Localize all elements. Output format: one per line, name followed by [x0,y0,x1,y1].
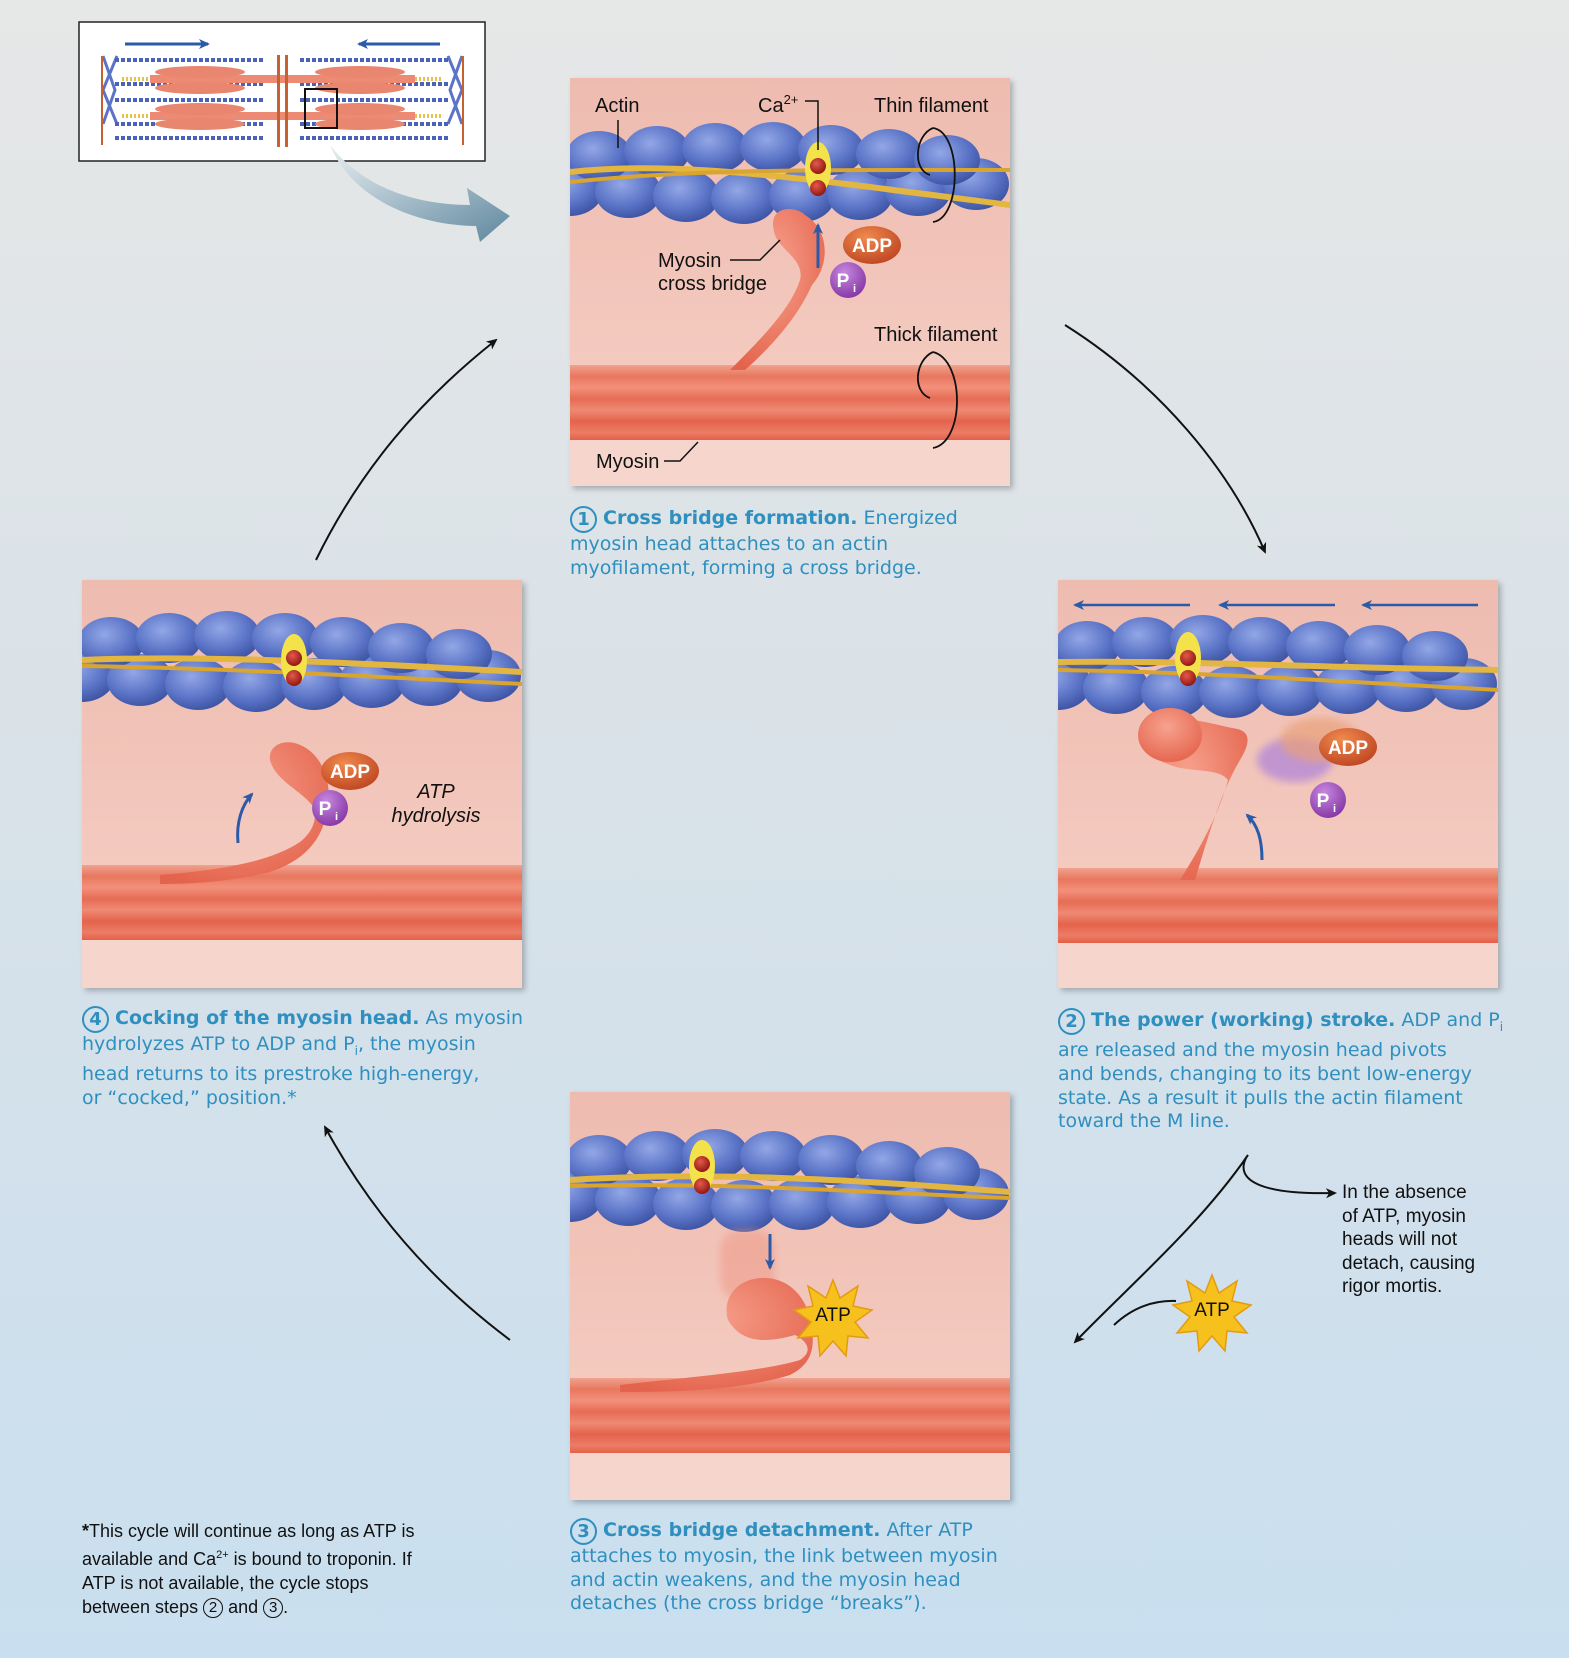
zoom-arrow [330,145,510,242]
panel-cross-bridge-detachment: ATP [570,1092,1010,1500]
step-3-number: 3 [570,1518,597,1545]
sarcomere-inset [78,21,486,162]
thin-filament-bracket [932,127,956,223]
cycle-arrow-3-to-4 [324,1125,511,1341]
actin-filament [570,122,1010,224]
myosin-head [730,209,825,370]
step-1-number: 1 [570,506,597,533]
adp-molecule: ADP [843,226,901,264]
thick-filament [570,365,1010,440]
svg-text:ATP: ATP [815,1305,851,1326]
label-actin: Actin [595,95,639,117]
cycle-arrow-4-to-1 [315,338,498,561]
phosphate-molecule-released: P i [1310,782,1346,818]
svg-text:P: P [319,799,332,820]
svg-text:ATP: ATP [1194,1300,1230,1321]
panel-power-stroke: ADP P i [1058,580,1498,988]
svg-text:ADP: ADP [1328,738,1368,759]
atp-burst: ATP [792,1277,874,1358]
step-4-number: 4 [82,1006,109,1033]
panel-cross-bridge-formation: ADP P i Actin Ca2+ Thin filament Myosin … [570,78,1010,486]
label-thin-filament: Thin filament [874,95,989,117]
atp-burst-cycle: ATP [1171,1272,1253,1353]
svg-text:P: P [837,271,850,292]
label-myosin: Myosin [596,451,659,473]
rigor-mortis-note: In the absence of ATP, myosin heads will… [1342,1182,1476,1297]
rigor-branch-arrow [1242,1157,1337,1199]
phosphate-molecule: P i [830,262,866,298]
svg-text:i: i [853,283,856,295]
step-2-number: 2 [1058,1008,1085,1035]
label-thick-filament: Thick filament [874,324,998,346]
panel-cocking-myosin-head: ADP P i ATP hydrolysis [82,580,522,988]
cycle-arrow-2-to-3 [1073,1154,1249,1344]
adp-molecule-released: ADP [1319,728,1377,766]
inset-zoom-box [304,88,338,129]
svg-text:i: i [1333,803,1336,815]
svg-text:i: i [335,811,338,823]
label-calcium: Ca2+ [758,92,798,117]
svg-text:hydrolysis: hydrolysis [392,805,481,827]
svg-text:ADP: ADP [330,762,370,783]
myosin-head-detached [620,1277,813,1392]
troponin-complex [805,142,831,196]
svg-text:cross bridge: cross bridge [658,273,767,295]
footnote: *This cycle will continue as long as ATP… [82,1521,415,1618]
adp-molecule-cocked: ADP [321,752,379,790]
myosin-head-cocked [160,742,329,884]
thick-filament-bracket [932,351,958,449]
svg-text:ADP: ADP [852,236,892,257]
cycle-arrow-1-to-2 [1064,324,1267,554]
phosphate-molecule-cocked: P i [312,790,348,826]
svg-text:P: P [1317,791,1330,812]
label-myosin-cross-bridge: Myosin [658,250,721,272]
label-atp-hydrolysis: ATP [416,781,455,803]
